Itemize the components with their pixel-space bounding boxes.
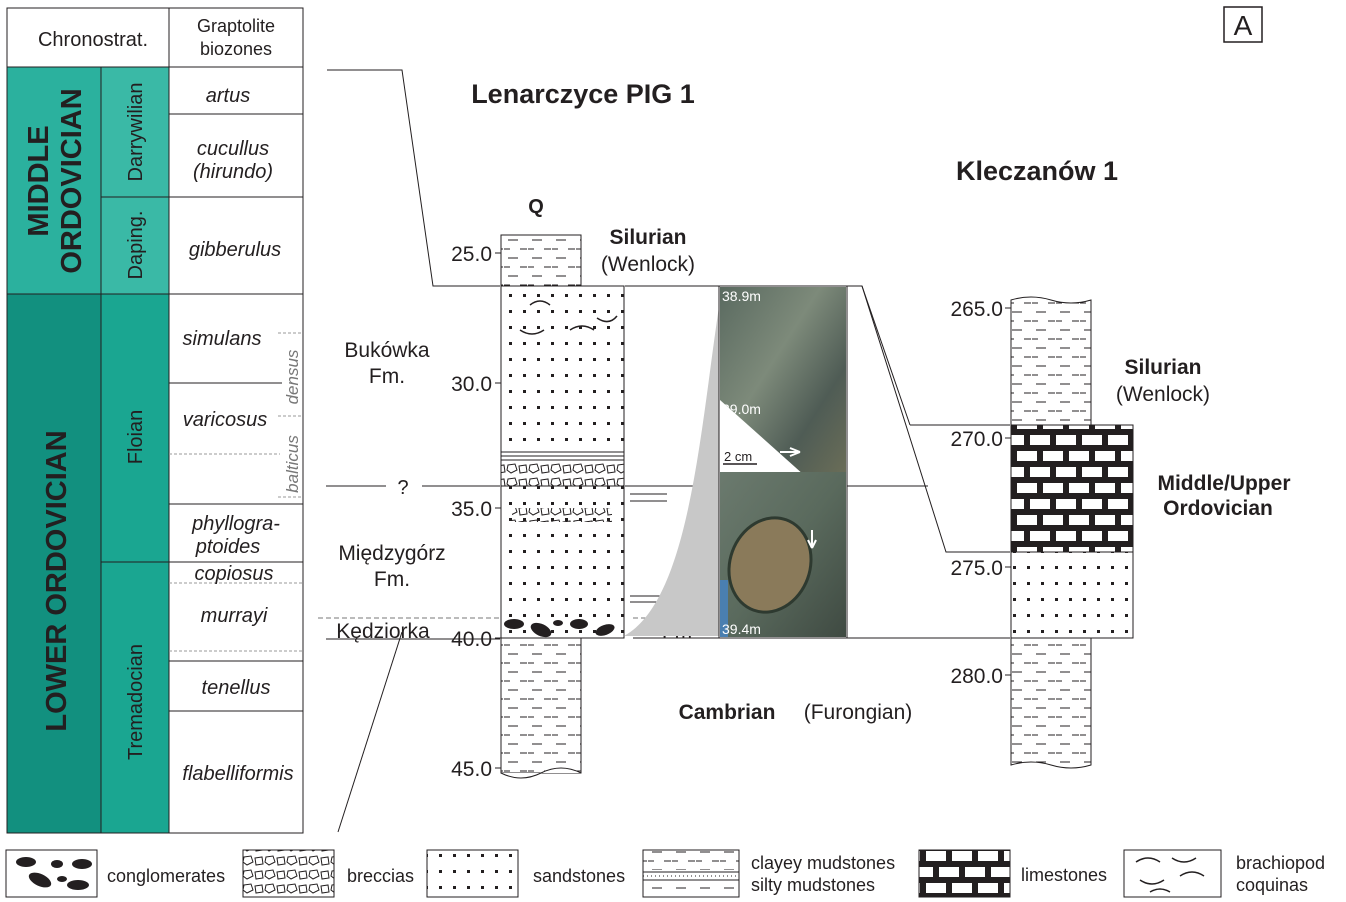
- legend-limestones: limestones: [1021, 865, 1107, 885]
- zone-phyllograptoides-1: phyllogra-: [191, 513, 280, 535]
- k-ordovician-label-2: Ordovician: [1163, 497, 1273, 520]
- header-chronostrat: Chronostrat.: [38, 29, 148, 51]
- zone-cucullus: cucullus: [197, 138, 269, 160]
- photo-label-39-0: 39.0m: [722, 401, 761, 417]
- zone-artus: artus: [206, 85, 250, 107]
- zone-hirundo: (hirundo): [193, 161, 273, 183]
- zone-tenellus: tenellus: [202, 677, 271, 699]
- depth-35: 35.0: [451, 498, 492, 521]
- miedzygorz-label: Międzygórz: [338, 542, 445, 565]
- bukowka-fm-label: Fm.: [369, 365, 405, 388]
- zone-balticus: balticus: [283, 435, 302, 493]
- zone-simulans: simulans: [183, 328, 262, 350]
- depth-40: 40.0: [451, 628, 492, 651]
- k-wenlock-label: (Wenlock): [1116, 383, 1210, 406]
- legend-clayey-mudstones: clayey mudstones: [751, 853, 895, 873]
- depth-270: 270.0: [950, 428, 1003, 451]
- furongian-label: (Furongian): [804, 701, 913, 724]
- depth-45: 45.0: [451, 758, 492, 781]
- zone-murrayi: murrayi: [201, 605, 268, 627]
- depth-25: 25.0: [451, 243, 492, 266]
- quaternary-label: Q: [528, 196, 544, 218]
- k-silurian-label: Silurian: [1124, 356, 1201, 379]
- zone-varicosus: varicosus: [183, 409, 267, 431]
- legend-silty-mudstones: silty mudstones: [751, 875, 875, 895]
- zone-flabelliformis: flabelliformis: [182, 763, 293, 785]
- legend: conglomerates breccias sandstones clayey…: [5, 849, 1325, 898]
- zone-copiosus: copiosus: [195, 563, 274, 585]
- header-biozones-1: Graptolite: [197, 16, 275, 36]
- photo-label-39-4: 39.4m: [722, 621, 761, 637]
- legend-coquinas: coquinas: [1236, 875, 1308, 895]
- darrywilian-label: Darrywilian: [125, 83, 147, 182]
- depth-30: 30.0: [451, 373, 492, 396]
- middle-ordovician-label-2: ORDOVICIAN: [56, 88, 88, 273]
- depth-275: 275.0: [950, 557, 1003, 580]
- cambrian-label: Cambrian: [679, 701, 776, 724]
- scale-bar-label: 2 cm: [724, 449, 752, 464]
- question-mark: ?: [397, 477, 408, 499]
- zone-phyllograptoides-2: ptoides: [195, 536, 261, 558]
- silurian-label: Silurian: [609, 226, 686, 249]
- legend-sandstones: sandstones: [533, 866, 625, 886]
- chronostrat-table: Chronostrat. Graptolite biozones MIDDLE …: [6, 7, 304, 834]
- legend-breccias: breccias: [347, 866, 414, 886]
- miedzygorz-fm-label: Fm.: [374, 568, 410, 591]
- zone-gibberulus: gibberulus: [189, 239, 281, 261]
- legend-conglomerates: conglomerates: [107, 866, 225, 886]
- daping-label: Daping.: [125, 211, 147, 280]
- lenarczyce-title: Lenarczyce PIG 1: [471, 79, 695, 109]
- photo-label-38-9: 38.9m: [722, 288, 761, 304]
- depth-265: 265.0: [950, 298, 1003, 321]
- zone-densus: densus: [283, 349, 302, 404]
- panel-label: A: [1234, 10, 1253, 41]
- bukowka-label: Bukówka: [344, 339, 430, 362]
- lower-ordovician-label: LOWER ORDOVICIAN: [41, 430, 73, 731]
- depth-280: 280.0: [950, 665, 1003, 688]
- wenlock-label: (Wenlock): [601, 253, 695, 276]
- correlation-lines: [318, 69, 500, 833]
- header-biozones-2: biozones: [200, 39, 272, 59]
- legend-brachiopod: brachiopod: [1236, 853, 1325, 873]
- floian-label: Floian: [125, 410, 147, 464]
- lenarczyce-well: Lenarczyce PIG 1 Q 25.0 30.0 35.: [336, 79, 1010, 781]
- middle-ordovician-label-1: MIDDLE: [23, 125, 55, 236]
- k-ordovician-label-1: Middle/Upper: [1157, 472, 1290, 495]
- kleczanow-well: Kleczanów 1 265.0 270.0 275.0 280.0 Silu…: [950, 156, 1291, 769]
- tremadocian-label: Tremadocian: [125, 644, 147, 760]
- kedziorka-label: Kędziorka: [336, 620, 430, 643]
- kleczanow-title: Kleczanów 1: [956, 156, 1118, 186]
